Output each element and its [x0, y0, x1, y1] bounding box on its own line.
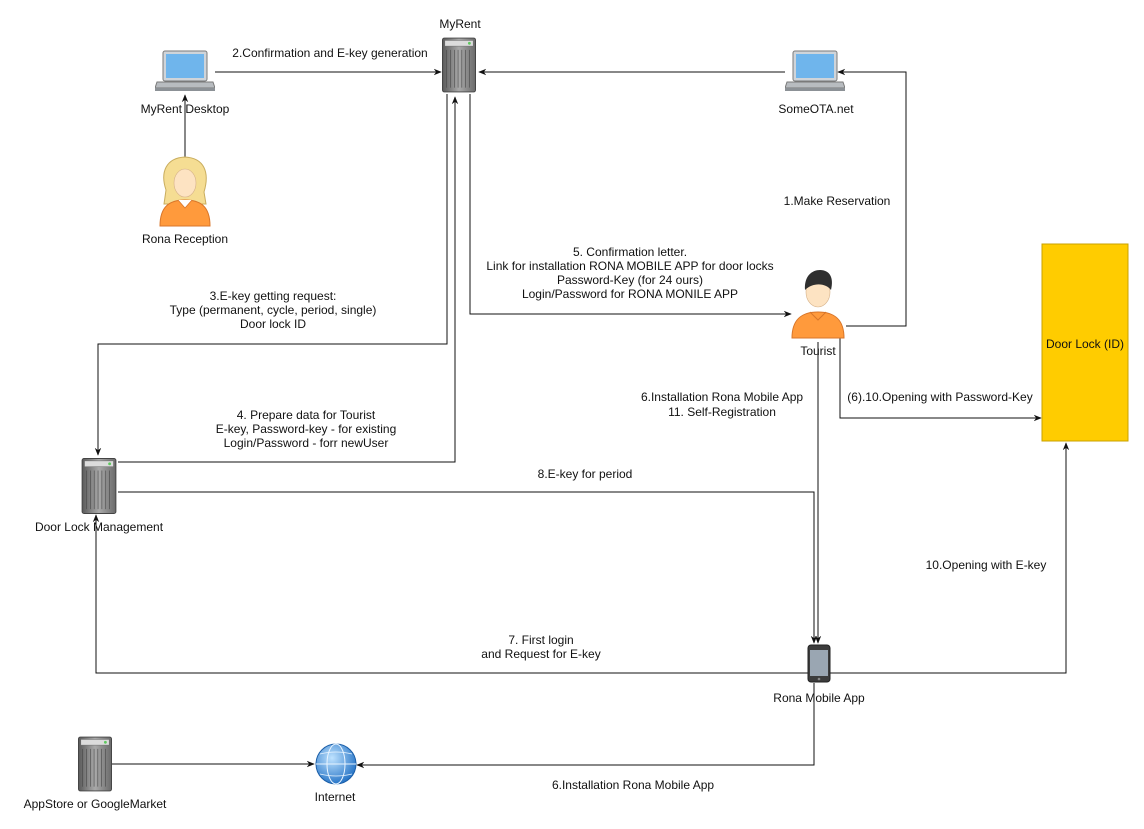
label-e6-10: (6).10.Opening with Password-Key	[847, 390, 1032, 404]
label-e4-line2: E-key, Password-key - for existing	[216, 422, 397, 436]
label-e3-line3: Door lock ID	[240, 317, 306, 331]
globe-icon	[315, 743, 357, 785]
label-e6-line2: 11. Self-Registration	[668, 405, 776, 419]
door-lock: Door Lock (ID)	[1041, 243, 1129, 442]
edge-6-10-opening-password	[839, 338, 1042, 422]
door-lock-label: Door Lock (ID)	[1046, 337, 1124, 351]
appstore: AppStore or GoogleMarket	[24, 736, 167, 811]
label-e6-line1: 6.Installation Rona Mobile App	[641, 390, 803, 404]
myrent-label: MyRent	[439, 17, 481, 31]
label-e5-line4: Login/Password for RONA MONILE APP	[522, 287, 738, 301]
label-e1: 1.Make Reservation	[784, 194, 891, 208]
appstore-label: AppStore or GoogleMarket	[24, 797, 167, 811]
label-e2: 2.Confirmation and E-key generation	[232, 46, 427, 60]
label-e5-line1: 5. Confirmation letter.	[573, 245, 687, 259]
label-e4-line3: Login/Password - forr newUser	[224, 436, 389, 450]
edge-8-ekey-period	[118, 491, 818, 644]
edge-labels: 2.Confirmation and E-key generation 1.Ma…	[170, 46, 1047, 792]
label-e10: 10.Opening with E-key	[926, 558, 1047, 572]
phone-icon	[807, 644, 831, 683]
rona-mobile-app: Rona Mobile App	[773, 644, 865, 705]
edges	[92, 68, 1070, 769]
rona-reception-label: Rona Reception	[142, 232, 228, 246]
person-male-icon	[791, 270, 845, 339]
edge-3-ekey-request	[94, 94, 448, 456]
rona-mobile-app-label: Rona Mobile App	[773, 691, 865, 705]
internet-label: Internet	[315, 790, 356, 804]
label-e4-line1: 4. Prepare data for Tourist	[237, 408, 376, 422]
rona-reception: Rona Reception	[142, 156, 228, 246]
myrent-desktop-label: MyRent Desktop	[141, 102, 230, 116]
someota-label: SomeOTA.net	[778, 102, 854, 116]
edge-10-opening-ekey	[830, 442, 1070, 674]
label-e8: 8.E-key for period	[538, 467, 633, 481]
label-e3-line2: Type (permanent, cycle, period, single)	[170, 303, 377, 317]
server-icon	[78, 736, 112, 792]
label-e6b: 6.Installation Rona Mobile App	[552, 778, 714, 792]
edge-1-make-reservation	[837, 68, 907, 327]
label-e5-line2: Link for installation RONA MOBILE APP fo…	[486, 259, 773, 273]
label-e7-line1: 7. First login	[508, 633, 573, 647]
tourist: Tourist	[791, 270, 845, 358]
door-lock-box	[1041, 243, 1129, 442]
person-female-icon	[159, 156, 211, 227]
door-lock-management: Door Lock Management	[35, 458, 164, 534]
server-icon	[442, 37, 476, 93]
door-lock-management-label: Door Lock Management	[35, 520, 164, 534]
laptop-icon	[785, 50, 845, 92]
label-e5-line3: Password-Key (for 24 ours)	[557, 273, 703, 287]
laptop-icon	[155, 50, 215, 92]
tourist-label: Tourist	[800, 344, 836, 358]
label-e3-line1: 3.E-key getting request:	[210, 289, 337, 303]
edge-6-installation-from-internet	[356, 683, 815, 769]
myrent-desktop: MyRent Desktop	[141, 50, 230, 116]
internet: Internet	[315, 743, 357, 804]
server-icon	[81, 458, 117, 514]
edge-5-confirmation-letter	[469, 94, 792, 318]
edge-4-prepare-data	[118, 96, 459, 463]
someota: SomeOTA.net	[778, 50, 854, 116]
edge-7-first-login	[92, 514, 808, 674]
label-e7-line2: and Request for E-key	[481, 647, 600, 661]
myrent-server: MyRent	[439, 17, 481, 93]
